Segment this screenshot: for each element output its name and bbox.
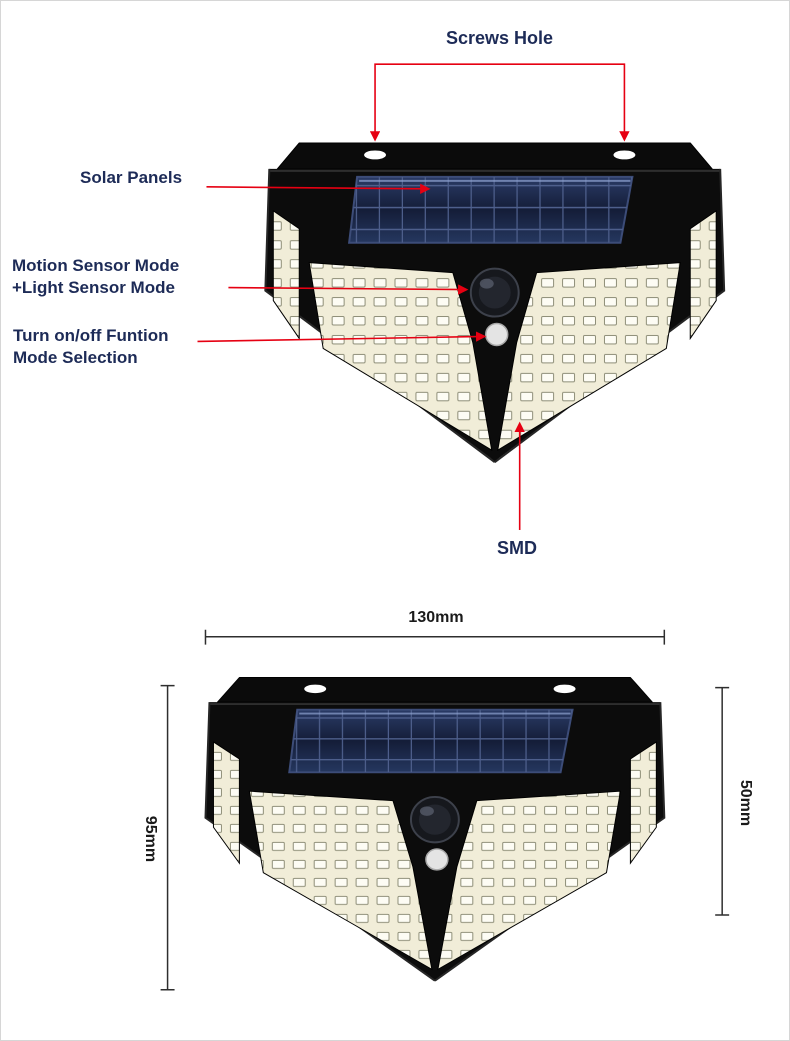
smd-label: SMD [497, 538, 537, 558]
side-height-dimension-label: 50mm [737, 779, 754, 827]
mode-selection-label-line1: Turn on/off Funtion [13, 326, 169, 345]
mode-selection-label: Turn on/off Funtion Mode Selection [13, 325, 168, 369]
leader-line-screws-hole [369, 63, 630, 142]
width-dimension-label: 130mm [408, 609, 464, 626]
dimension-line-height-overall [160, 684, 175, 991]
mode-selection-label-line2: Mode Selection [13, 347, 138, 367]
solar-light-dimension-view [205, 678, 664, 981]
overall-height-dimension-label: 95mm [142, 815, 159, 863]
dimension-line-height-side [715, 686, 730, 916]
leader-line-solar-panels [206, 183, 431, 194]
leader-line-mode-selection [197, 331, 487, 343]
dimension-lines [160, 629, 730, 991]
motion-sensor-label-line2: +Light Sensor Mode [12, 277, 175, 297]
screws-hole-label: Screws Hole [446, 28, 554, 48]
solar-panels-label: Solar Panels [80, 168, 183, 187]
solar-light-annotated-view [265, 143, 724, 462]
dimension-line-width [204, 629, 666, 645]
motion-sensor-label-line1: Motion Sensor Mode [12, 256, 180, 275]
leader-lines [197, 63, 630, 530]
leader-line-motion-sensor [228, 284, 469, 295]
motion-sensor-label: Motion Sensor Mode +Light Sensor Mode [12, 255, 179, 299]
